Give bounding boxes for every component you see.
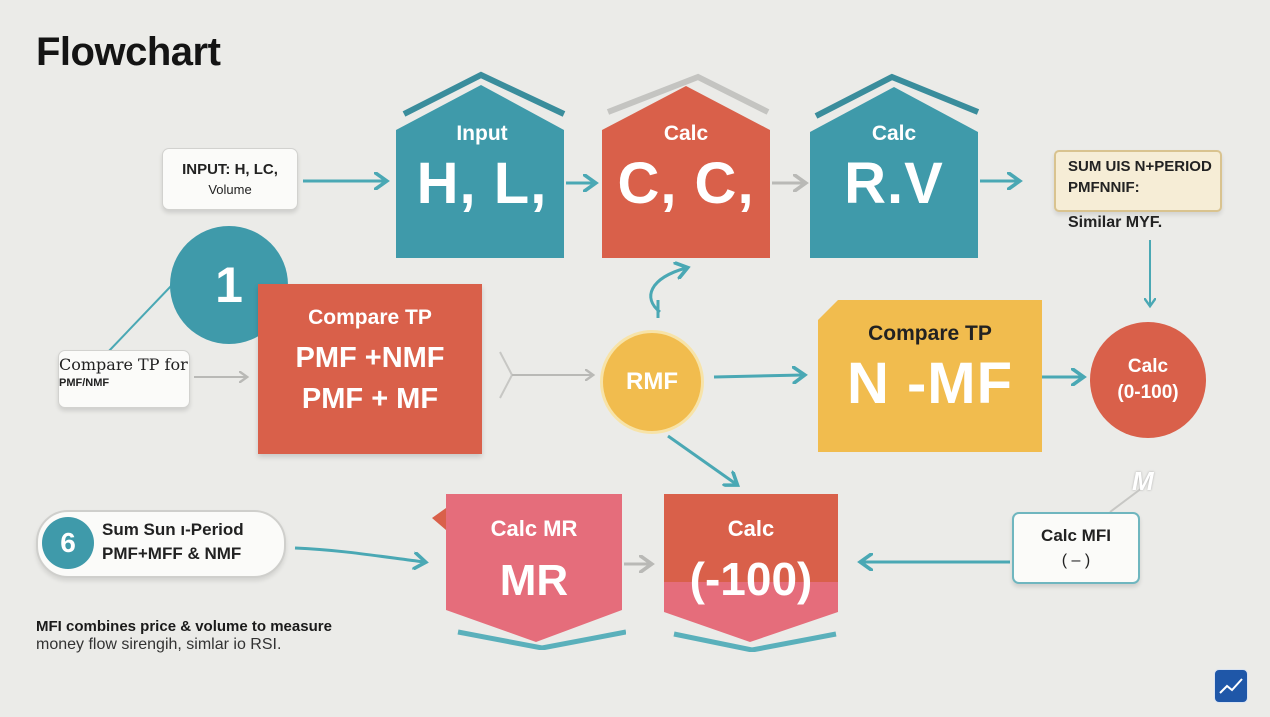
house-calc1-shape (602, 73, 770, 258)
input-note-line2: Volume (208, 182, 252, 197)
calc-final-line2: (-100) (689, 553, 813, 605)
house-calc2: Calc R.V (810, 86, 978, 217)
calc-final: Calc (-100) (664, 494, 838, 606)
arrow-rmf-loop (649, 268, 686, 314)
sum-pill: 6 Sum Sun ı-Period PMF+MFF & NMF (36, 510, 286, 578)
calc-mfi-note: Calc MFI ( – ) (1012, 512, 1140, 584)
calc-mr-line2: MR (499, 556, 569, 605)
sum-pill-badge: 6 (42, 517, 94, 569)
sum-pill-number: 6 (60, 527, 76, 558)
house-calc1-value: C, C, (617, 151, 755, 216)
sum-note-line2: PMFNNIF: (1068, 179, 1140, 196)
input-note-card: INPUT: H, LC, Volume (162, 148, 298, 210)
calc-final-shape (664, 494, 838, 652)
sum-pill-line2: PMF+MFF & NMF (102, 544, 242, 563)
house-input-shape (396, 71, 566, 258)
house-calc2-value: R.V (844, 151, 944, 216)
compare-box-left: Compare TP PMF +NMF PMF + MF (258, 284, 482, 454)
compare-left-line2: PMF/NMF (59, 377, 110, 389)
calc-mfi-line2: ( – ) (1061, 552, 1091, 569)
calc-circle-line1: Calc (1127, 356, 1169, 377)
sum-note-line1: SUM UIS N+PERIOD (1068, 158, 1212, 175)
rmf-circle: RMF (600, 330, 704, 434)
step-circle-1-label: 1 (215, 257, 243, 313)
calc-mr-shape (432, 494, 626, 650)
sum-pill-line1: Sum Sun ı-Period (102, 520, 244, 539)
compare-box-left-line3: PMF + MF (301, 383, 439, 415)
compare-left-note: Compare TP for PMF/NMF (58, 350, 190, 408)
rmf-circle-label: RMF (626, 368, 678, 395)
house-input-value: H, L, (416, 151, 548, 216)
calc-mfi-line1: Calc MFI (1041, 526, 1111, 545)
house-calc2-label: Calc (871, 122, 917, 145)
compare-box-left-line1: Compare TP (308, 306, 432, 329)
compare-box-right-shape (818, 300, 1042, 452)
arrow-pill-to-mr (294, 546, 424, 562)
compare-left-line1: Compare TP for (59, 355, 188, 374)
compare-box-right-line1: Compare TP (868, 322, 992, 345)
house-input: Input H, L, (396, 86, 568, 217)
calc-mfi-mark: M (1132, 466, 1154, 496)
house-calc2-shape (810, 73, 980, 258)
calc-final-line1: Calc (727, 516, 775, 541)
page-title: Flowchart (36, 30, 221, 74)
calc-circle-line2: (0-100) (1117, 382, 1179, 403)
compare-box-right: Compare TP N -MF (818, 298, 1042, 452)
arrow-box-tick (499, 351, 514, 399)
calc-mr: Calc MR MR (446, 494, 622, 606)
house-calc1: Calc C, C, (602, 86, 770, 217)
arrow-rmf-to-compare (713, 375, 803, 377)
sum-note-caption: Similar MYF. (1068, 214, 1163, 231)
house-input-label: Input (456, 122, 508, 145)
sum-note-card: SUM UIS N+PERIOD PMFNNIF: (1054, 150, 1222, 212)
arrow-rmf-to-final (667, 434, 736, 484)
footer-line1: MFI combines price & volume to measure (36, 618, 332, 635)
compare-box-left-line2: PMF +NMF (295, 342, 445, 374)
input-note-line1: INPUT: H, LC, (182, 161, 278, 178)
house-calc1-label: Calc (663, 122, 709, 145)
compare-box-right-line2: N -MF (846, 351, 1014, 416)
calc-mr-line1: Calc MR (490, 516, 578, 541)
arrow-circle-to-note (107, 284, 173, 353)
footer-line2: money flow sirengih, simlar io RSI. (36, 636, 282, 653)
trend-chart-icon (1214, 669, 1248, 703)
calc-circle: Calc (0-100) (1090, 322, 1206, 438)
